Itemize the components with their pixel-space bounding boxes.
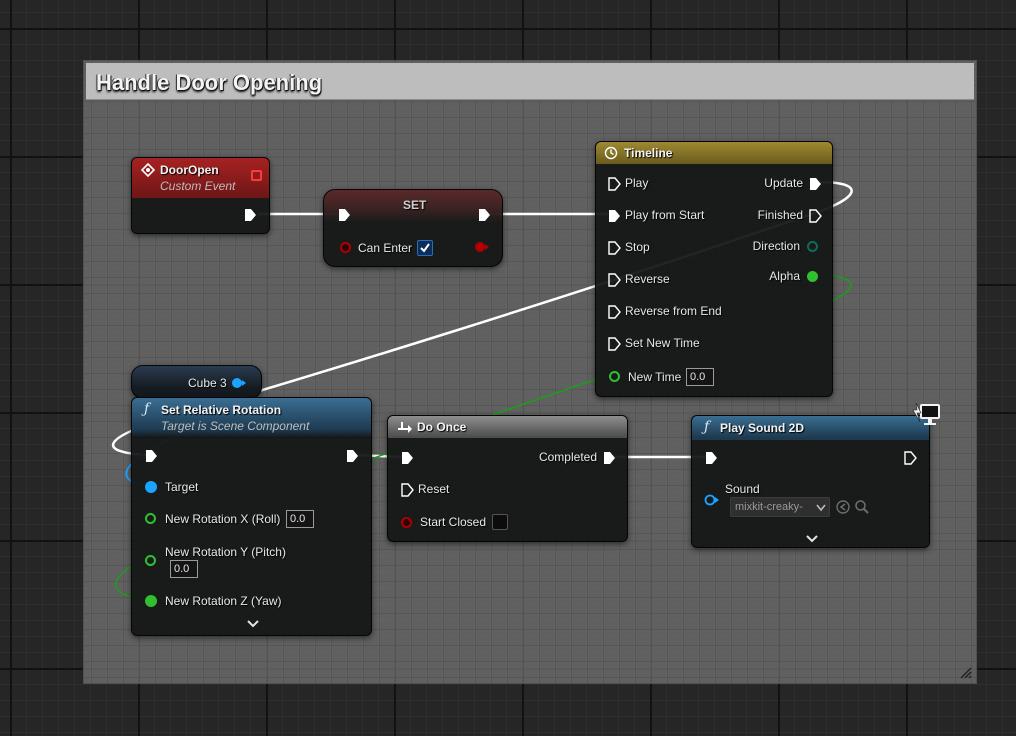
do-once-title: Do Once: [417, 420, 467, 434]
rot-y-label: New Rotation Y (Pitch): [165, 545, 286, 559]
exec-in-pin[interactable]: [337, 208, 351, 222]
browse-search-icon[interactable]: [854, 499, 870, 515]
exec-in-reset-pin[interactable]: [400, 483, 414, 497]
exec-out-pin[interactable]: [477, 208, 491, 222]
exec-in-reverse-pin[interactable]: [607, 273, 621, 287]
do-once-node[interactable]: Do Once Completed Reset Start Closed: [387, 415, 628, 542]
float-out-alpha-pin[interactable]: [807, 271, 818, 282]
set-rel-rot-title: Set Relative Rotation: [161, 403, 282, 417]
timeline-node[interactable]: Timeline Play Play from Start Stop Rever…: [595, 141, 833, 397]
check-icon: [420, 243, 430, 253]
rot-x-input[interactable]: 0.0: [286, 510, 314, 528]
set-rel-rot-subtitle: Target is Scene Component: [161, 419, 310, 433]
function-icon: ƒ: [704, 419, 710, 435]
set-new-time-label: Set New Time: [625, 336, 700, 350]
float-in-new-time-pin[interactable]: [609, 371, 620, 382]
dooropen-subtitle: Custom Event: [160, 179, 236, 193]
exec-in-pin[interactable]: [704, 451, 718, 465]
set-title: SET: [403, 198, 427, 212]
can-enter-checkbox[interactable]: [417, 240, 433, 256]
delegate-pin[interactable]: [251, 170, 262, 181]
exec-in-reverse-from-end-pin[interactable]: [607, 305, 621, 319]
dooropen-title: DoorOpen: [160, 163, 219, 177]
exec-wire-update-setrot: [112, 180, 853, 457]
start-closed-checkbox[interactable]: [492, 514, 508, 530]
object-in-target-pin[interactable]: [145, 481, 157, 493]
clock-icon: [604, 146, 618, 160]
chevron-down-icon[interactable]: [805, 534, 819, 544]
rot-y-input[interactable]: 0.0: [170, 560, 198, 578]
target-label: Target: [165, 480, 199, 494]
comment-header[interactable]: Handle Door Opening: [86, 63, 974, 100]
resize-grip-icon[interactable]: [958, 665, 972, 679]
timeline-title: Timeline: [624, 146, 673, 160]
reverse-from-end-label: Reverse from End: [625, 304, 722, 318]
chevron-down-icon[interactable]: [246, 619, 260, 629]
can-enter-label: Can Enter: [358, 241, 413, 255]
exec-in-play-pin[interactable]: [607, 177, 621, 191]
sound-asset-dropdown[interactable]: mixkit-creaky-: [730, 497, 830, 517]
new-time-input[interactable]: 0.0: [686, 368, 714, 386]
chevron-down-icon: [816, 504, 826, 512]
start-closed-label: Start Closed: [420, 515, 487, 529]
event-diamond-icon: [141, 163, 155, 177]
float-in-rot-y-pin[interactable]: [145, 555, 156, 566]
exec-in-stop-pin[interactable]: [607, 241, 621, 255]
reverse-label: Reverse: [625, 272, 670, 286]
play-label: Play: [625, 176, 649, 190]
play-sound-title: Play Sound 2D: [720, 421, 805, 435]
cube-3-variable-node[interactable]: Cube 3: [131, 365, 262, 399]
play-sound-2d-node[interactable]: ƒ Play Sound 2D Sound mixkit-creaky-: [691, 415, 930, 548]
rot-z-label: New Rotation Z (Yaw): [165, 594, 282, 608]
function-icon: ƒ: [144, 401, 150, 417]
use-selected-asset-icon[interactable]: [835, 499, 851, 515]
float-in-rot-x-pin[interactable]: [145, 513, 156, 524]
exec-in-pin[interactable]: [144, 449, 158, 463]
exec-out-update-pin[interactable]: [808, 177, 822, 191]
stop-label: Stop: [625, 240, 650, 254]
update-label: Update: [764, 176, 803, 190]
exec-out-pin[interactable]: [345, 449, 359, 463]
exec-out-pin[interactable]: [903, 451, 917, 465]
reset-label: Reset: [418, 482, 450, 496]
exec-in-pin[interactable]: [400, 451, 414, 465]
exec-in-play-from-start-pin[interactable]: [607, 209, 621, 223]
float-in-rot-z-pin[interactable]: [145, 595, 157, 607]
exec-out-finished-pin[interactable]: [808, 209, 822, 223]
set-relative-rotation-node[interactable]: ƒ Set Relative Rotation Target is Scene …: [131, 397, 372, 636]
enum-out-direction-pin[interactable]: [807, 241, 818, 252]
rot-x-label: New Rotation X (Roll): [165, 512, 281, 526]
direction-label: Direction: [752, 239, 800, 253]
new-time-label: New Time: [628, 370, 682, 384]
bool-out-pin[interactable]: [474, 240, 490, 254]
object-out-pin[interactable]: [231, 376, 247, 390]
comment-title: Handle Door Opening: [96, 70, 323, 95]
sound-label: Sound: [725, 482, 760, 496]
play-from-start-label: Play from Start: [625, 208, 705, 222]
bool-in-pin[interactable]: [340, 242, 351, 253]
cube-3-label: Cube 3: [188, 376, 227, 390]
dooropen-event-node[interactable]: DoorOpen Custom Event: [131, 157, 270, 234]
exec-out-pin[interactable]: [243, 208, 257, 222]
completed-label: Completed: [538, 450, 597, 464]
finished-label: Finished: [757, 208, 803, 222]
sound-asset-value: mixkit-creaky-: [735, 501, 803, 513]
do-once-macro-icon: [398, 422, 412, 433]
alpha-label: Alpha: [769, 269, 800, 283]
exec-out-completed-pin[interactable]: [602, 451, 616, 465]
set-variable-node[interactable]: SET Can Enter: [323, 189, 503, 267]
bool-in-start-closed-pin[interactable]: [401, 517, 412, 528]
object-in-sound-pin[interactable]: [704, 493, 720, 507]
exec-in-set-new-time-pin[interactable]: [607, 337, 621, 351]
client-only-monitor-icon: [912, 402, 940, 425]
